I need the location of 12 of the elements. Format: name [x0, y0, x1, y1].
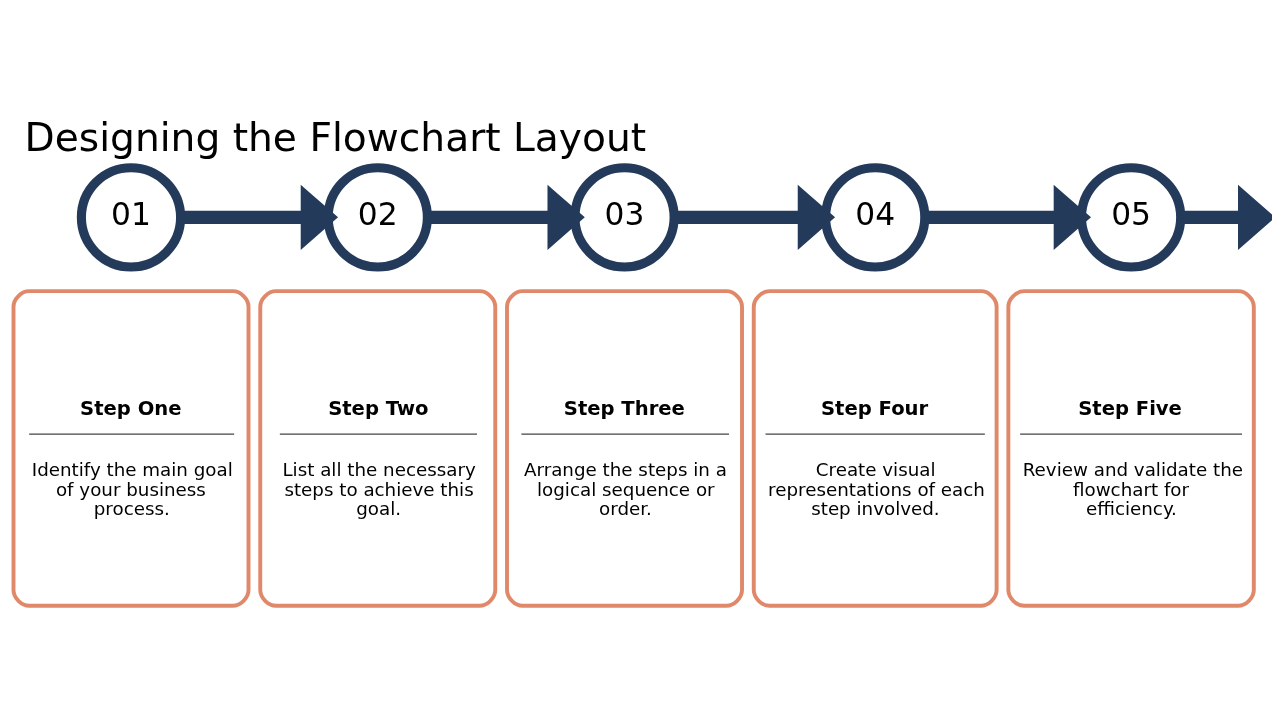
- node-circle: 05: [1076, 163, 1186, 272]
- node-circle: 03: [570, 163, 679, 272]
- node-box: Step Two List all the necessary steps to achieve this goal.: [258, 289, 498, 608]
- node-circle: 02: [323, 163, 432, 272]
- node-circle: 01: [76, 163, 186, 272]
- arrow: [181, 184, 339, 251]
- diagram-title: Designing the Flowchart Layout: [24, 114, 647, 160]
- node-box: Step Three Arrange the steps in a logical sequence or order.: [505, 289, 744, 608]
- node-circle: 04: [821, 163, 930, 272]
- node-box: Step Five Review and validate the flowchart for efficiency.: [1006, 289, 1256, 608]
- node-box: Step One Identify the main goal of your business process.: [11, 289, 251, 608]
- node-box: Step Four Create visual representations of each step involved.: [751, 289, 999, 608]
